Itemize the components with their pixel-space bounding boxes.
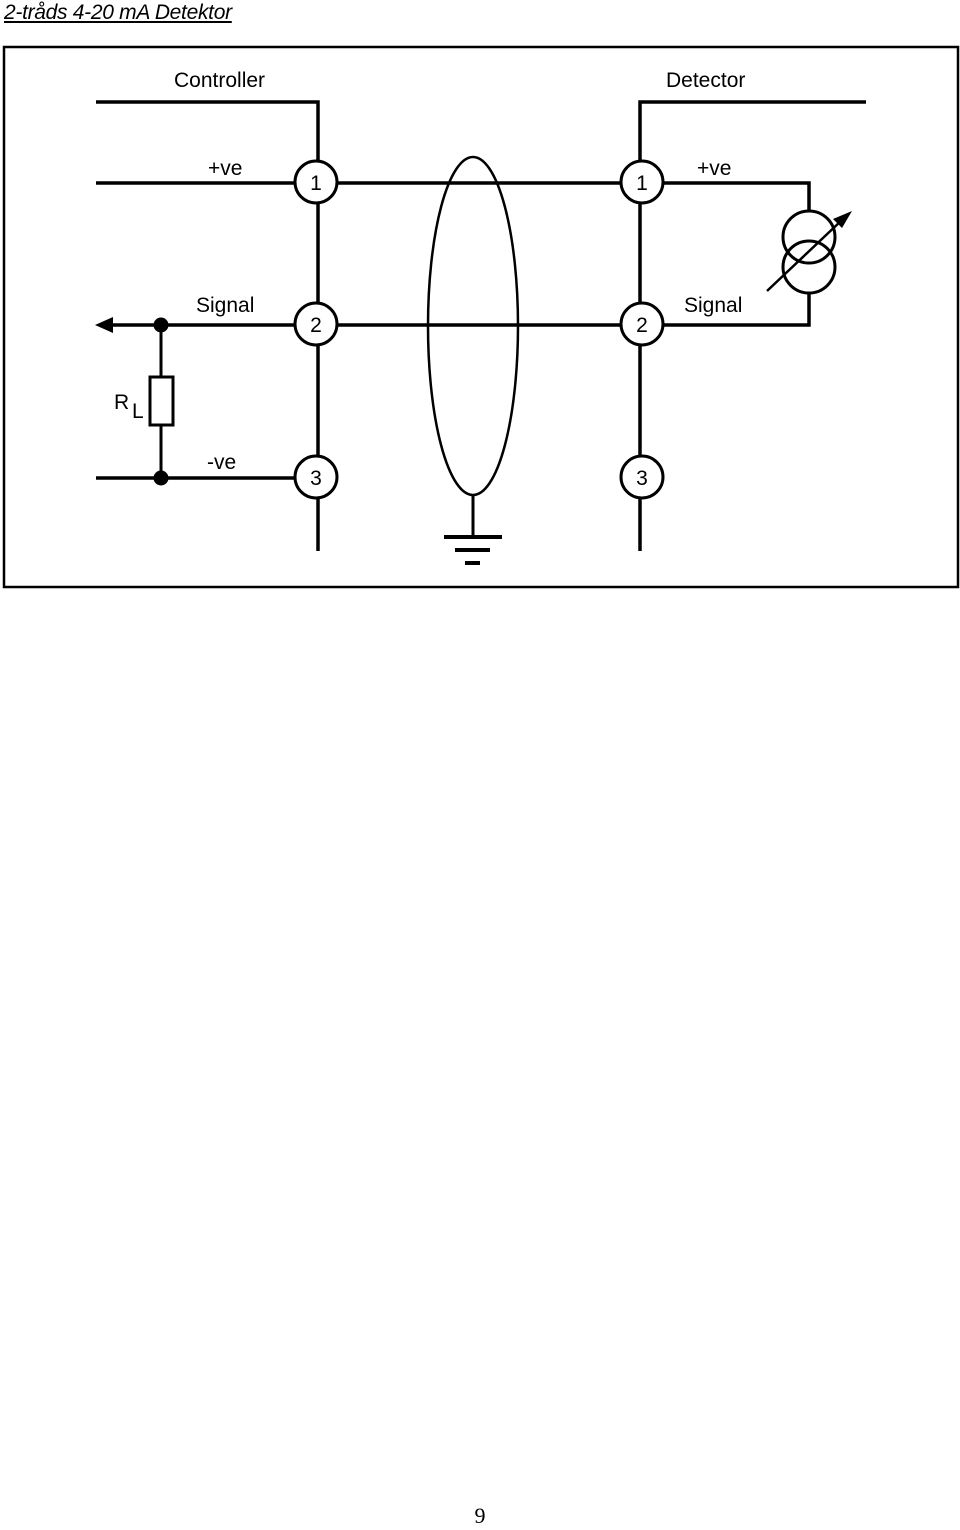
diagram-frame bbox=[2, 45, 960, 589]
controller-plus-label: +ve bbox=[208, 157, 242, 180]
detector-terminal-1 bbox=[619, 159, 665, 205]
controller-terminal-2 bbox=[293, 301, 339, 347]
controller-terminal-1 bbox=[293, 159, 339, 205]
detector-terminal-2-number: 2 bbox=[636, 314, 648, 337]
current-source-circle-bottom bbox=[781, 239, 837, 295]
detector-terminal-2 bbox=[619, 301, 665, 347]
controller-terminal-2-number: 2 bbox=[310, 314, 322, 337]
wiring-diagram: 1 2 3 1 2 3 Controller Detector +ve Sign… bbox=[2, 45, 960, 589]
controller-boundary-line bbox=[96, 100, 320, 551]
junction-dot-minus bbox=[153, 470, 169, 486]
resistor-label: R bbox=[114, 391, 129, 414]
detector-plus-label: +ve bbox=[697, 157, 731, 180]
signal-wire-detector bbox=[663, 293, 811, 327]
load-resistor bbox=[148, 375, 175, 427]
plus-wire-detector bbox=[663, 181, 811, 211]
detector-terminal-3 bbox=[619, 454, 665, 500]
resistor-subscript: L bbox=[132, 400, 144, 423]
controller-terminal-3 bbox=[293, 454, 339, 500]
detector-terminal-1-number: 1 bbox=[636, 172, 648, 195]
controller-terminal-3-number: 3 bbox=[310, 467, 322, 490]
variable-arrow-shaft bbox=[766, 219, 843, 292]
controller-signal-label: Signal bbox=[196, 294, 254, 317]
controller-minus-label: -ve bbox=[207, 451, 236, 474]
detector-terminal-3-number: 3 bbox=[636, 467, 648, 490]
controller-terminal-1-number: 1 bbox=[310, 172, 322, 195]
junction-dot-signal bbox=[153, 317, 169, 333]
current-source-circle-top bbox=[781, 209, 837, 265]
page-number: 9 bbox=[474, 1503, 486, 1528]
controller-label: Controller bbox=[174, 69, 265, 92]
signal-arrow-icon bbox=[95, 317, 113, 333]
detector-signal-label: Signal bbox=[684, 294, 742, 317]
document-heading: 2-tråds 4-20 mA Detektor bbox=[4, 1, 232, 24]
variable-arrow-icon bbox=[833, 211, 852, 228]
detector-label: Detector bbox=[666, 69, 745, 92]
detector-boundary-line bbox=[638, 100, 866, 551]
